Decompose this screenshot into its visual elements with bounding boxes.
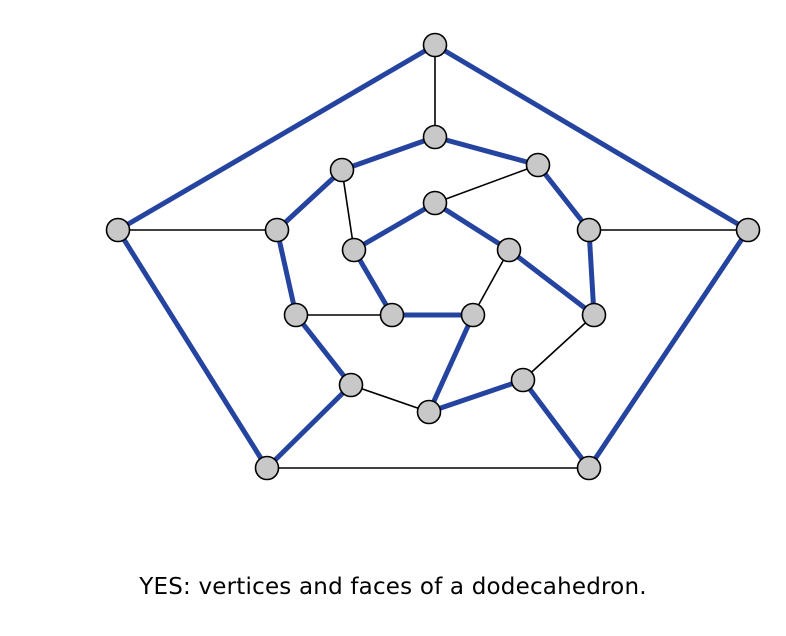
vertex-outer-left [105, 217, 131, 243]
vertex-outer-top [422, 32, 448, 58]
highlighted-edge-outer-bottom-left-mid-bottom-left [264, 382, 354, 471]
highlighted-edge-mid-left-mid-top-left [274, 167, 345, 233]
vertex-mid-left [264, 217, 290, 243]
vertex-mid-bottom-left [338, 372, 364, 398]
vertex-mid-top [422, 124, 448, 150]
highlighted-edge-mid-bottom-inner-bottom-right [426, 312, 476, 415]
vertex-mid-bottom-right [510, 367, 536, 393]
edges-layer [115, 42, 751, 471]
highlighted-edge-mid-top-left-mid-top [339, 134, 438, 173]
highlighted-edge-mid-right-mid-lower-right [586, 227, 597, 318]
highlighted-edge-mid-bottom-left-mid-lower-left [293, 312, 354, 388]
edge-inner-right-inner-bottom-right [472, 249, 510, 316]
highlighted-edge-outer-bottom-left-outer-left [115, 227, 270, 471]
highlighted-edge-outer-bottom-right-mid-bottom-right [520, 377, 592, 471]
vertex-mid-top-right [525, 152, 551, 178]
vertex-outer-bottom-right [576, 455, 602, 481]
highlighted-edge-outer-top-outer-right [432, 42, 751, 233]
highlighted-edge-outer-right-outer-bottom-right [586, 227, 751, 471]
vertex-mid-lower-left [283, 302, 309, 328]
vertex-mid-right [576, 217, 602, 243]
caption: YES: vertices and faces of a dodecahedro… [139, 574, 647, 600]
vertex-outer-bottom-left [254, 455, 280, 481]
vertices-layer [105, 32, 761, 481]
highlighted-edge-inner-bottom-left-inner-left [351, 247, 395, 318]
edge-mid-top-left-inner-left [341, 169, 355, 251]
vertex-inner-right [496, 237, 522, 263]
highlighted-edge-inner-left-inner-top [351, 200, 438, 253]
edge-mid-bottom-mid-bottom-left [350, 384, 430, 413]
highlighted-edge-mid-lower-right-inner-right [506, 247, 597, 318]
vertex-mid-top-left [329, 157, 355, 183]
highlighted-edge-inner-top-inner-right [432, 200, 512, 253]
highlighted-edge-mid-lower-left-mid-left [274, 227, 299, 318]
vertex-inner-bottom-right [460, 302, 486, 328]
vertex-mid-lower-right [581, 302, 607, 328]
vertex-inner-bottom-left [379, 302, 405, 328]
highlighted-edge-mid-top-right-mid-right [535, 162, 592, 233]
highlighted-edge-mid-bottom-right-mid-bottom [426, 377, 526, 415]
highlighted-edge-outer-left-outer-top [115, 42, 438, 233]
edge-mid-lower-right-mid-bottom-right [522, 314, 595, 381]
vertex-mid-bottom [416, 399, 442, 425]
edge-mid-top-right-inner-top [434, 164, 539, 204]
vertex-inner-top [422, 190, 448, 216]
vertex-outer-right [735, 217, 761, 243]
highlighted-edge-mid-top-mid-top-right [432, 134, 541, 168]
vertex-inner-left [341, 237, 367, 263]
